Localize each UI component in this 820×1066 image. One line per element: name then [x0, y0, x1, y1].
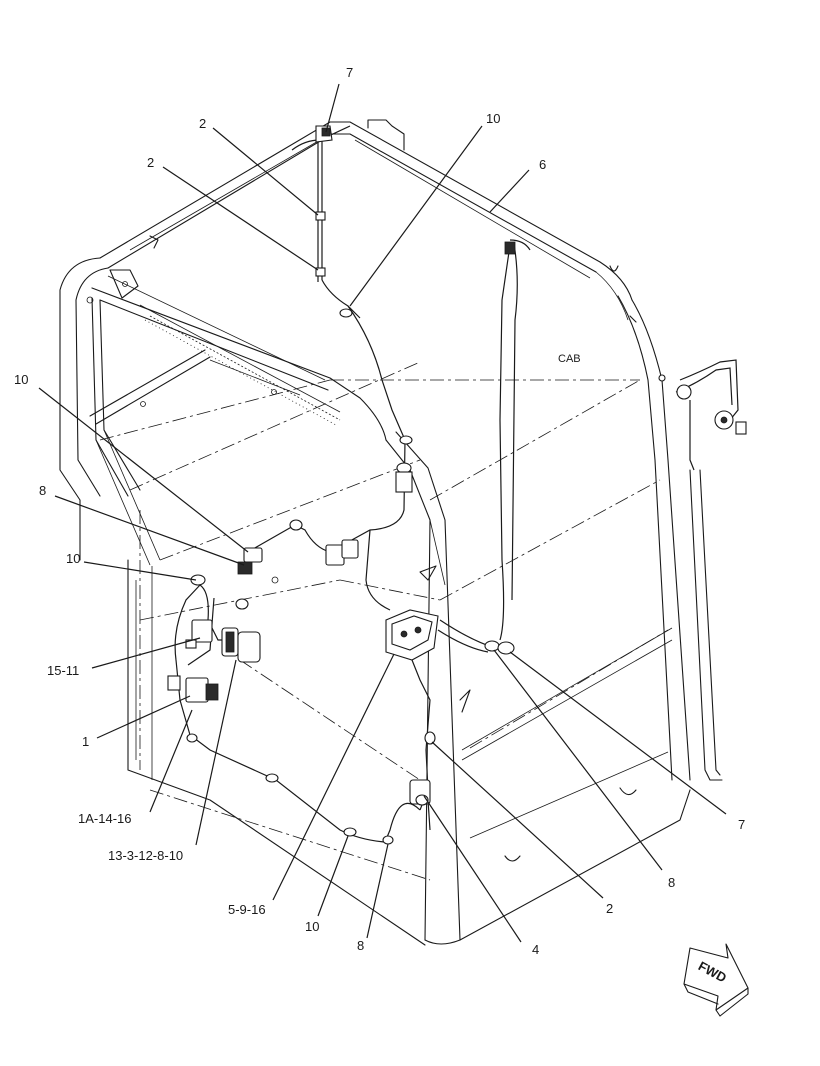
callout-1a-14-16: 1A-14-16: [78, 811, 131, 826]
callout-10-left: 10: [14, 372, 28, 387]
callout-8-right: 8: [668, 875, 675, 890]
callout-6: 6: [539, 157, 546, 172]
cab-label: CAB: [558, 353, 581, 365]
fwd-label: FWD: [696, 958, 729, 985]
callout-2-upper: 2: [199, 116, 206, 131]
callout-labels: 7 2 10 2 6 10 8 10 15-11 1 1A-14-16 13-3…: [14, 65, 745, 957]
callout-2-lower: 2: [606, 901, 613, 916]
wire-harness: [174, 125, 739, 843]
callout-2-mid: 2: [147, 155, 154, 170]
callout-7-top: 7: [346, 65, 353, 80]
callout-10-top: 10: [486, 111, 500, 126]
callout-5-9-16: 5-9-16: [228, 902, 266, 917]
callout-13-3-12-8-10: 13-3-12-8-10: [108, 848, 183, 863]
callout-1: 1: [82, 734, 89, 749]
callout-10-bottom: 10: [305, 919, 319, 934]
leader-lines: [38, 83, 727, 943]
callout-10-mid: 10: [66, 551, 80, 566]
callout-4: 4: [532, 942, 539, 957]
callout-15-11: 15-11: [47, 663, 79, 678]
cab-frame: [59, 119, 723, 946]
callout-7-right: 7: [738, 817, 745, 832]
callout-8-left: 8: [39, 483, 46, 498]
components: [167, 125, 747, 845]
fwd-arrow-icon: FWD: [683, 943, 749, 1017]
callout-8-bottom: 8: [357, 938, 364, 953]
